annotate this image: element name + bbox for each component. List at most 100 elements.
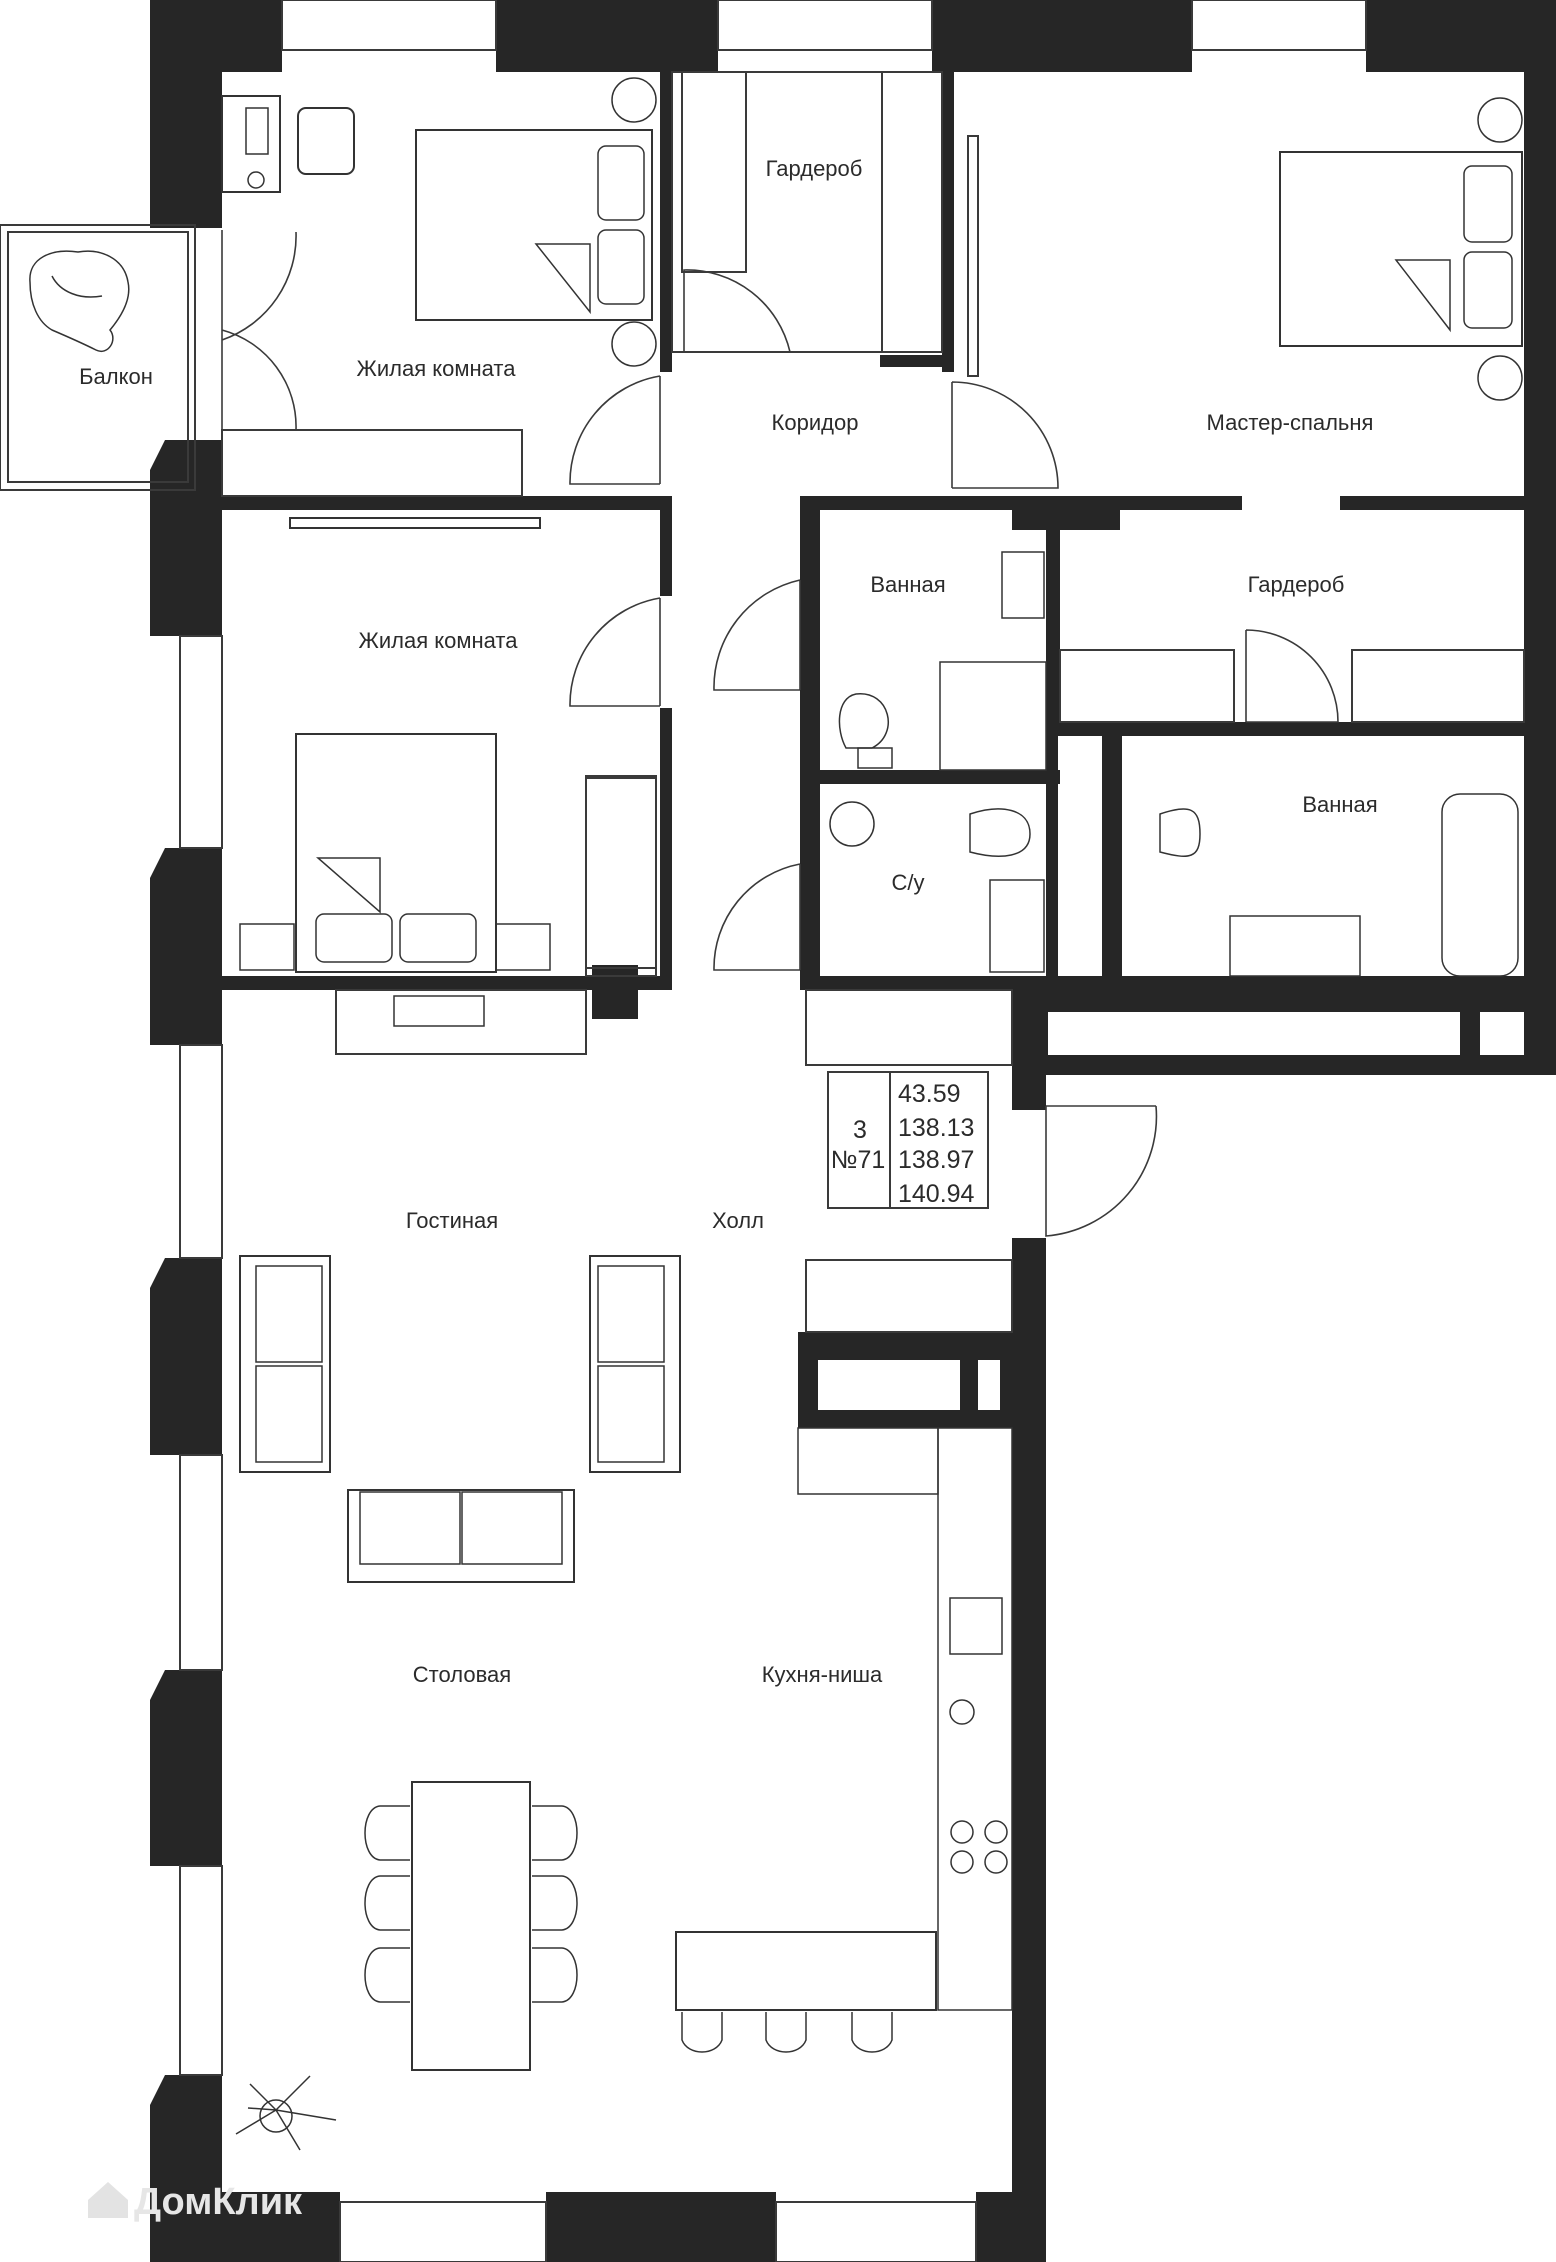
room-labels: Балкон Жилая комната Гардероб Коридор Ма… bbox=[79, 156, 1378, 1687]
toilet-bath2 bbox=[1159, 808, 1201, 857]
wall-ledge-3 bbox=[1012, 982, 1048, 1075]
wall-int-7 bbox=[660, 708, 672, 988]
door-wardrobe2 bbox=[1245, 629, 1339, 723]
toilet-wc bbox=[969, 808, 1031, 857]
wall-top-2 bbox=[496, 0, 718, 72]
dining-table bbox=[411, 1781, 531, 2071]
info-area-4: 140.94 bbox=[898, 1180, 975, 1208]
hob-2 bbox=[984, 1820, 1008, 1844]
blanket-fold-2 bbox=[315, 857, 381, 914]
chair-r1 bbox=[532, 1805, 578, 1861]
armchair-right-seat-2 bbox=[597, 1365, 665, 1463]
armchair-right-seat-1 bbox=[597, 1265, 665, 1363]
chair-r3 bbox=[532, 1947, 578, 2003]
chair bbox=[297, 107, 355, 175]
wall-right-upper bbox=[1524, 0, 1556, 1075]
wall-int-19 bbox=[1102, 736, 1122, 990]
label-wardrobe2: Гардероб bbox=[1248, 572, 1345, 597]
wall-int-16 bbox=[800, 770, 1060, 784]
sofa-seat-1 bbox=[359, 1491, 461, 1565]
wall-right-lower-2 bbox=[1012, 1238, 1046, 2262]
washing-machine bbox=[829, 801, 875, 847]
bedroom1-furniture bbox=[221, 77, 657, 367]
pillow-2a bbox=[315, 913, 393, 963]
chair-l2 bbox=[364, 1875, 410, 1931]
info-rooms-count: 3 bbox=[853, 1116, 867, 1144]
interior-walls bbox=[222, 72, 1524, 1428]
nightstand-m1 bbox=[1477, 97, 1523, 143]
sofa bbox=[347, 1489, 575, 1583]
chair-r2 bbox=[532, 1875, 578, 1931]
bedroom2-furniture bbox=[239, 517, 657, 1027]
master-furniture bbox=[967, 97, 1523, 401]
window-left-3 bbox=[179, 1454, 223, 1671]
window-top-2 bbox=[717, 0, 933, 51]
wardrobe1-shelf bbox=[881, 71, 943, 353]
pillow-mb bbox=[1463, 251, 1513, 329]
window-bottom-2 bbox=[775, 2201, 977, 2262]
window-left-1 bbox=[179, 635, 223, 849]
stool-2 bbox=[765, 2012, 807, 2053]
wall-int-18 bbox=[1046, 736, 1058, 990]
label-dining: Столовая bbox=[413, 1662, 511, 1687]
shower bbox=[939, 661, 1047, 771]
nightstand-1 bbox=[611, 77, 657, 123]
blanket-fold-m bbox=[1394, 259, 1451, 333]
info-box bbox=[827, 1071, 989, 1209]
bath1-fixtures bbox=[838, 551, 1047, 771]
blanket-fold-1 bbox=[534, 243, 591, 315]
wall-bottom-3 bbox=[976, 2192, 1046, 2262]
outer-walls bbox=[150, 0, 1556, 2262]
wall-top-3 bbox=[932, 0, 1192, 72]
wall-int-17 bbox=[1046, 722, 1524, 736]
bed-1 bbox=[415, 129, 653, 321]
wall-int-3 bbox=[942, 72, 954, 372]
wall-int-11 bbox=[1012, 496, 1120, 530]
kitchen-island bbox=[675, 1931, 937, 2011]
wall-int-24 bbox=[978, 1360, 1000, 1410]
armchair-icon bbox=[29, 250, 130, 353]
balcony-inner bbox=[7, 231, 189, 483]
wall-left-3 bbox=[150, 848, 222, 1045]
partition-8 bbox=[805, 1259, 1013, 1333]
door-bedroom1 bbox=[569, 375, 661, 485]
wall-int-23 bbox=[818, 1360, 960, 1410]
mirror bbox=[967, 135, 979, 377]
window-top-3 bbox=[1191, 0, 1367, 51]
bathtub bbox=[1441, 793, 1519, 977]
monitor-icon bbox=[245, 107, 269, 155]
hob-3 bbox=[950, 1850, 974, 1874]
hob-1 bbox=[950, 1820, 974, 1844]
counter-vertical bbox=[937, 1427, 1013, 2011]
wall-int-9 bbox=[592, 965, 638, 1019]
partition-6 bbox=[335, 989, 587, 1055]
label-bedroom2: Жилая комната bbox=[359, 628, 519, 653]
doors bbox=[221, 230, 1339, 1237]
window-left-2 bbox=[179, 1044, 223, 1259]
lamp-icon bbox=[247, 171, 265, 189]
info-area-1: 43.59 bbox=[898, 1080, 961, 1108]
wall-left-6 bbox=[150, 2075, 222, 2262]
wc-fixtures bbox=[829, 801, 1045, 973]
pillow-1b bbox=[597, 229, 645, 305]
label-hall: Холл bbox=[712, 1208, 764, 1233]
pillow-ma bbox=[1463, 165, 1513, 243]
watermark: ДомКлик bbox=[88, 2181, 303, 2223]
wall-left-4 bbox=[150, 1258, 222, 1455]
wall-right-lower-1 bbox=[1012, 1075, 1046, 1110]
balcony bbox=[0, 224, 196, 491]
label-living: Гостиная bbox=[406, 1208, 498, 1233]
label-wardrobe1: Гардероб bbox=[766, 156, 863, 181]
watermark-house-icon bbox=[88, 2182, 128, 2218]
partition-3 bbox=[1059, 649, 1235, 723]
wall-left-2 bbox=[150, 440, 222, 636]
door-bedroom2 bbox=[569, 597, 661, 707]
label-master: Мастер-спальня bbox=[1207, 410, 1374, 435]
wall-ledge-2 bbox=[1012, 1055, 1556, 1075]
sink-wc bbox=[989, 879, 1045, 973]
wall-int-6 bbox=[660, 496, 672, 596]
apartment-info: 3 №71 43.59 138.13 138.97 140.94 bbox=[827, 1071, 989, 1209]
door-bath1 bbox=[713, 579, 801, 691]
wall-int-5 bbox=[222, 496, 672, 510]
